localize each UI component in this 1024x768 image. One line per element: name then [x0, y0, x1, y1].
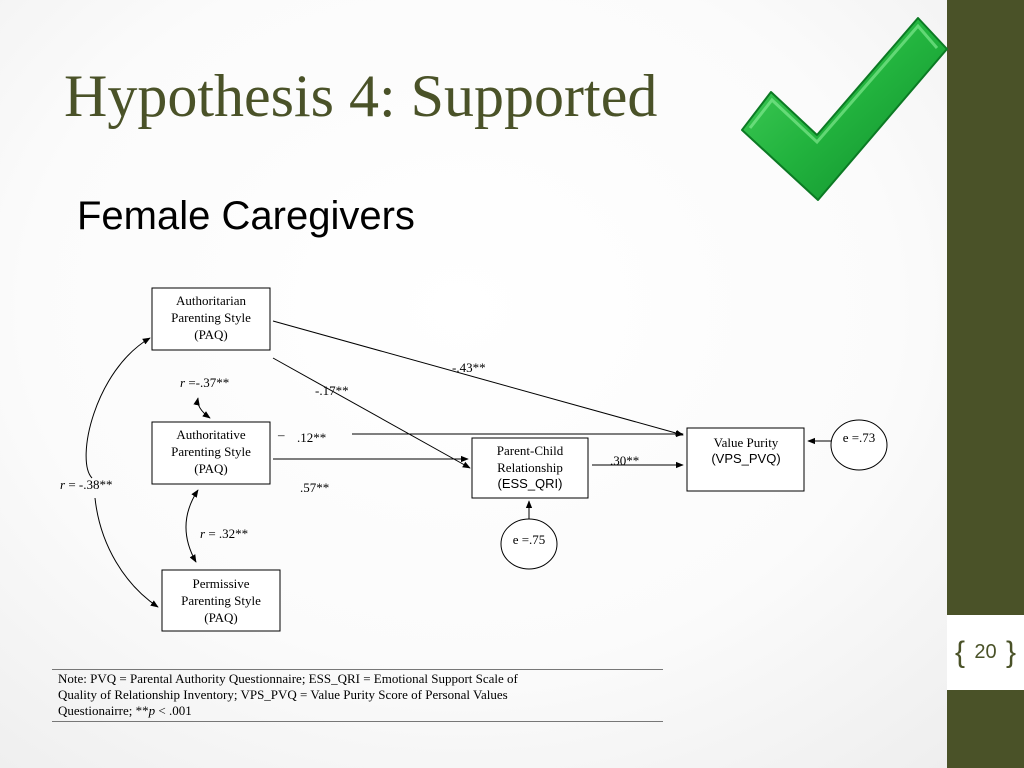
path-arrow-authoritarian-parent	[272, 357, 471, 469]
page-number: 20	[974, 641, 997, 663]
path-label-authoritarian-value: -.43**	[452, 360, 486, 375]
correlation-arrow-authoritarian-permissive-lower	[94, 497, 159, 608]
correlation-label-authoritarian-permissive: r = -.38**	[60, 477, 112, 492]
correlation-value: = .32**	[205, 526, 248, 541]
error-parent-child-label: e =.75	[513, 532, 546, 547]
note-p-symbol: p	[148, 703, 156, 718]
node-authoritative-line: Parenting Style	[171, 444, 251, 459]
note-line3-suffix: < .001	[155, 703, 192, 718]
page-number-box: { 20 }	[947, 615, 1024, 690]
right-brace-icon: }	[1006, 636, 1017, 669]
node-parent-child-line: Relationship	[497, 460, 563, 475]
node-authoritarian: Authoritarian Parenting Style (PAQ)	[151, 287, 271, 351]
node-permissive-line: Parenting Style	[181, 593, 261, 608]
correlation-r-symbol: r	[200, 526, 206, 541]
node-permissive: Permissive Parenting Style (PAQ)	[161, 569, 281, 632]
correlation-r-symbol: r	[60, 477, 66, 492]
note-line: Quality of Relationship Inventory; VPS_P…	[58, 687, 508, 702]
node-value-purity: Value Purity (VPS_PVQ)	[686, 427, 805, 492]
node-authoritative-line: Authoritative	[176, 427, 246, 442]
node-parent-child: Parent-Child Relationship (ESS_QRI)	[471, 437, 589, 499]
error-parent-child: e =.75	[500, 500, 558, 570]
correlation-label-authoritative-permissive: r = .32**	[200, 526, 248, 541]
correlation-r-symbol: r	[180, 375, 186, 390]
path-label-authoritarian-parent: -.17**	[315, 383, 349, 398]
node-authoritarian-line: (PAQ)	[194, 327, 227, 342]
node-authoritarian-line: Parenting Style	[171, 310, 251, 325]
note-line: Questionairre; **p < .001	[58, 703, 657, 719]
node-parent-child-line: (ESS_QRI)	[497, 476, 562, 491]
correlation-label-authoritarian-authoritative: r =-.37**	[180, 375, 229, 390]
diagram-note: Note: PVQ = Parental Authority Questionn…	[52, 669, 663, 722]
node-value-purity-line: (VPS_PVQ)	[711, 451, 780, 466]
node-authoritarian-line: Authoritarian	[176, 293, 247, 308]
node-authoritative-line: (PAQ)	[194, 461, 227, 476]
correlation-value: =-.37**	[185, 375, 229, 390]
left-brace-icon: {	[955, 636, 966, 669]
path-label-parent-value: .30**	[610, 453, 639, 468]
error-value-purity: e =.73	[807, 419, 888, 471]
node-permissive-line: Permissive	[192, 576, 249, 591]
correlation-arrow-authoritarian-authoritative	[193, 397, 211, 419]
node-authoritative: Authoritative Parenting Style (PAQ)	[151, 421, 271, 485]
correlation-value: = -.38**	[65, 477, 112, 492]
note-line: Note: PVQ = Parental Authority Questionn…	[58, 671, 518, 686]
note-line3-prefix: Questionairre; **	[58, 703, 149, 718]
node-permissive-line: (PAQ)	[204, 610, 237, 625]
path-arrow-authoritarian-value	[272, 320, 684, 437]
node-value-purity-line: Value Purity	[714, 435, 779, 450]
path-label-authoritative-value: .12**	[297, 430, 326, 445]
slide-subtitle: Female Caregivers	[77, 194, 415, 238]
error-value-purity-label: e =.73	[843, 430, 876, 445]
green-checkmark-icon	[741, 17, 948, 201]
correlation-arrow-authoritative-permissive	[185, 489, 199, 563]
slide-title: Hypothesis 4: Supported	[64, 63, 658, 129]
correlation-arrow-authoritarian-permissive-upper	[85, 337, 151, 479]
path-dash-mark: –	[277, 427, 285, 442]
node-parent-child-line: Parent-Child	[497, 443, 564, 458]
path-label-authoritative-parent: .57**	[300, 480, 329, 495]
